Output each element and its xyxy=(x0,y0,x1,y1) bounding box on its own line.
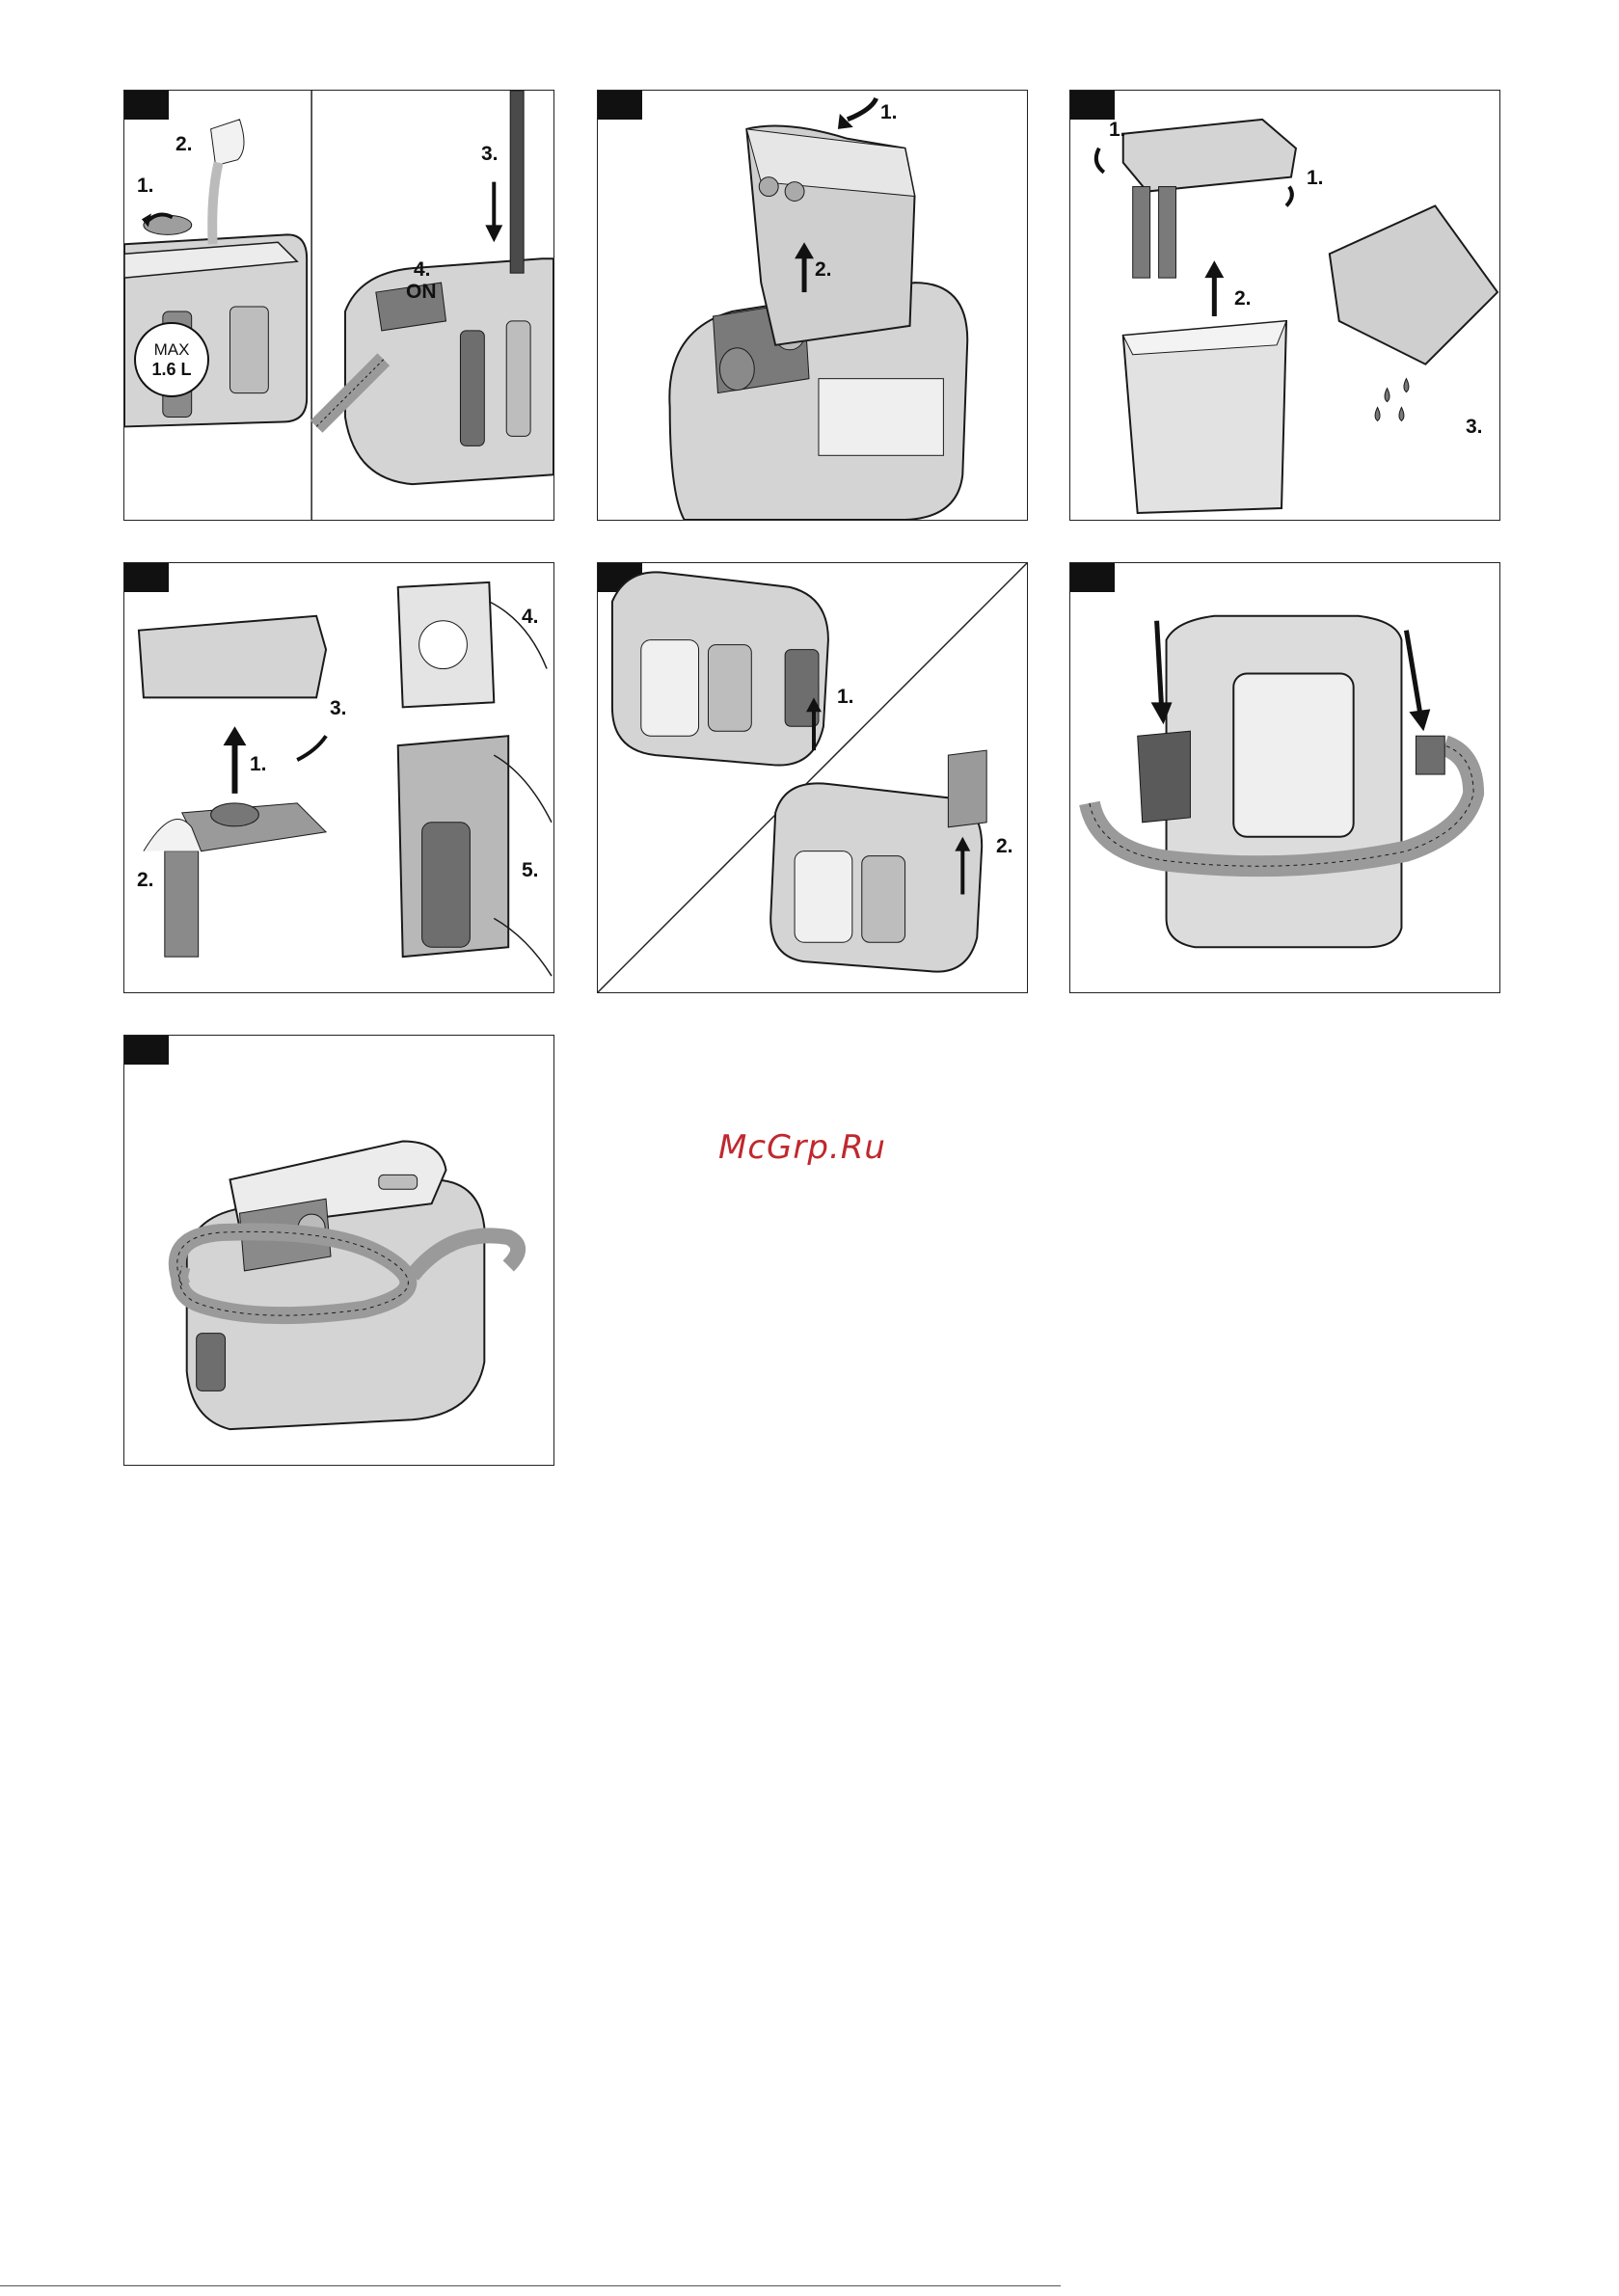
figure-panel-7 xyxy=(123,1035,554,1466)
step-1-label: 1. xyxy=(250,754,267,774)
figure-panel-5: 1. 2. xyxy=(597,562,1028,993)
step-4-label: 4. xyxy=(414,259,431,280)
watermark: McGrp.Ru xyxy=(718,1128,886,1167)
figure-panel-3: 1. 1. 2. 3. xyxy=(1069,90,1500,521)
step-3-label: 3. xyxy=(481,144,499,164)
step-3-label: 3. xyxy=(1466,417,1483,437)
on-label: ON xyxy=(406,282,437,302)
step-2-label: 2. xyxy=(996,836,1013,856)
step-5-label: 5. xyxy=(522,860,539,880)
max-fill-badge: MAX 1.6 L xyxy=(134,322,209,397)
figure-panel-6 xyxy=(1069,562,1500,993)
figure-panel-1: 2. 1. 3. 4. ON MAX 1.6 L xyxy=(123,90,554,521)
step-1-label: 1. xyxy=(837,687,854,707)
max-label: MAX xyxy=(154,340,190,360)
step-2-label: 2. xyxy=(1234,288,1252,309)
clean-filters-illustration xyxy=(124,563,553,992)
step-3-label: 3. xyxy=(330,698,347,718)
step-2-label: 2. xyxy=(815,259,832,280)
empty-tank-illustration xyxy=(1070,91,1499,520)
figure-panel-2: 1. 2. xyxy=(597,90,1028,521)
step-1b-label: 1. xyxy=(1307,168,1324,188)
stored-device-illustration xyxy=(124,1036,553,1465)
step-4-label: 4. xyxy=(522,607,539,627)
filter-cover-illustration xyxy=(598,563,1027,992)
step-1-label: 1. xyxy=(880,102,898,122)
step-2-label: 2. xyxy=(137,870,154,890)
figure-panel-4: 1. 2. 3. 4. 5. xyxy=(123,562,554,993)
footer-rule xyxy=(0,2285,1061,2286)
step-1-label: 1. xyxy=(137,176,154,196)
hose-storage-rear-illustration xyxy=(1070,563,1499,992)
step-2-label: 2. xyxy=(175,134,193,154)
remove-tank-illustration xyxy=(598,91,1027,520)
max-volume-label: 1.6 L xyxy=(151,360,191,380)
step-1a-label: 1. xyxy=(1109,120,1126,140)
